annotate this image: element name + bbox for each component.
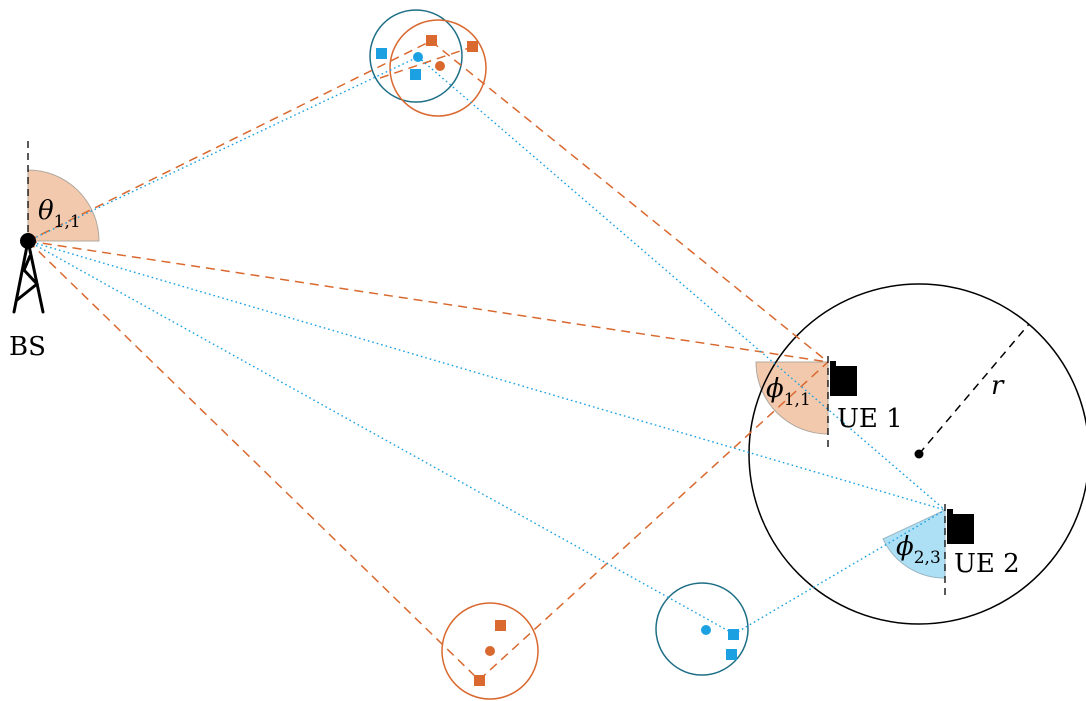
path-top-cluster-to-ue2 — [417, 56, 946, 511]
blue-paths — [27, 56, 946, 635]
phi11-symbol: ϕ — [766, 374, 784, 404]
scatterers-bottom-right — [701, 625, 739, 660]
scatterer-square — [410, 69, 421, 80]
scatterer-dot — [413, 52, 423, 62]
ue1-aoa-sector — [755, 361, 829, 435]
path-bs-to-ue1-direct — [27, 240, 829, 363]
scatterer-dot — [435, 61, 445, 71]
scatterer-square — [474, 675, 485, 686]
radius-label: r — [991, 371, 1005, 401]
path-bs-to-top-cluster-blue — [27, 56, 419, 242]
path-bottom-cluster-to-ue1 — [478, 361, 829, 681]
phi23-subscript: 2,3 — [914, 548, 941, 568]
path-bs-to-bottom-right-cluster — [27, 240, 735, 635]
path-bottom-right-cluster-to-ue2 — [733, 509, 946, 635]
cluster-top-orange-circle — [389, 19, 487, 117]
theta-label: θ1,1 — [38, 196, 81, 232]
theta-symbol: θ — [38, 196, 54, 226]
scatterer-square — [728, 629, 739, 640]
scatterer-dot — [485, 646, 495, 656]
scatterer-square — [495, 620, 506, 631]
path-bs-to-ue2-direct — [27, 240, 946, 511]
ue-region-circle — [748, 283, 1086, 625]
phi23-symbol: ϕ — [896, 532, 914, 562]
cluster-bottom-left-circle — [441, 602, 539, 700]
bs-label: BS — [9, 332, 46, 362]
phi11-subscript: 1,1 — [784, 390, 811, 410]
scatterer-square — [426, 35, 437, 46]
bs-antenna-dot — [20, 233, 36, 249]
scatterers-top — [376, 35, 478, 80]
ue2-label: UE 2 — [954, 549, 1020, 579]
scatterer-square — [467, 41, 478, 52]
phi11-label: ϕ1,1 — [766, 374, 811, 410]
ue1-label: UE 1 — [837, 404, 903, 434]
device-icon — [830, 361, 857, 396]
orange-paths — [27, 40, 829, 681]
scatterers-bottom-left — [474, 620, 506, 686]
ue2-aoa-sector — [882, 509, 946, 579]
region-center-dot — [914, 449, 924, 459]
tower-icon — [12, 239, 45, 314]
cluster-bottom-right-circle — [655, 582, 749, 676]
radius-line — [918, 323, 1030, 455]
theta-subscript: 1,1 — [54, 212, 81, 232]
path-bs-to-top-cluster — [27, 40, 432, 242]
scatterer-square — [726, 649, 737, 660]
bs-aod-sector — [27, 169, 100, 242]
phi23-label: ϕ2,3 — [896, 532, 941, 568]
path-top-cluster-to-ue1 — [430, 40, 829, 363]
scatterer-square — [376, 48, 387, 59]
path-top-cluster-inner — [379, 46, 473, 79]
cluster-top-teal-circle — [369, 9, 463, 103]
scatterer-dot — [701, 625, 711, 635]
device-icon — [947, 509, 974, 544]
